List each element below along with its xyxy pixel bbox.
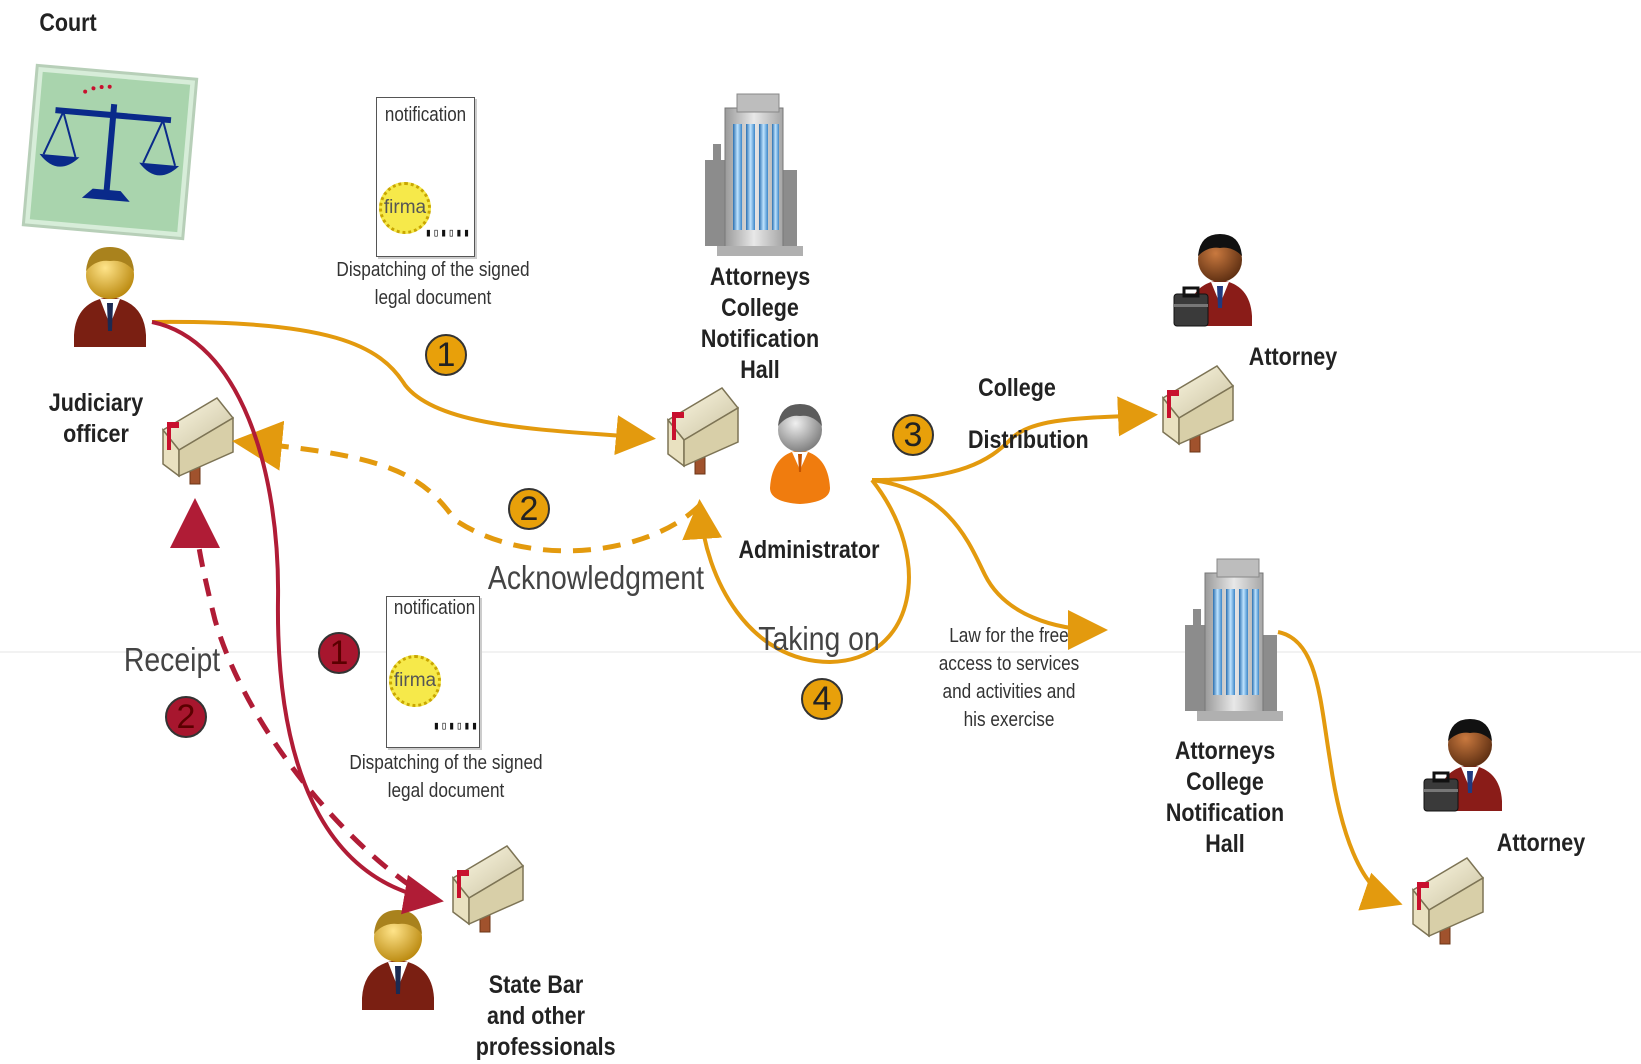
flow-to-notification-hall — [871, 478, 1108, 650]
notification-hall-top-label: Attorneys College Notification Hall — [700, 263, 820, 384]
mailbox-icon — [1412, 857, 1484, 945]
judiciary-officer-label: Judiciary officer — [48, 389, 144, 448]
notification-hall-bottom-label: Attorneys College Notification Hall — [1165, 737, 1285, 858]
attorney-label: Attorney — [1496, 829, 1586, 857]
step-badge-4: 4 — [801, 678, 843, 720]
administrator-label: Administrator — [738, 536, 880, 564]
attorney-person-icon — [1172, 232, 1254, 328]
attorney-person-icon — [1422, 717, 1504, 813]
flow-college-distribution — [871, 396, 1158, 482]
mailbox-icon — [1162, 365, 1234, 453]
document-title: notification — [393, 597, 476, 619]
red-step-badge-2: 2 — [165, 696, 207, 738]
flow-receipt-dashed-red — [170, 498, 438, 905]
step-badge-3: 3 — [892, 414, 934, 456]
receipt-label: Receipt — [123, 641, 221, 678]
mailbox-icon — [667, 387, 739, 475]
dispatch-caption: Dispatching of the signed legal document — [349, 752, 543, 802]
notification-document-icon: notification firma ▮▯▮▯▮▮ — [386, 596, 480, 748]
state-bar-label: State Bar and other professionals — [475, 971, 616, 1061]
document-title: notification — [384, 104, 467, 126]
flow-dispatch-orange — [151, 319, 656, 456]
flow-acknowledgment-dashed — [232, 420, 702, 554]
law-text: Law for the free access to services and … — [938, 625, 1080, 731]
flow-taking-on — [682, 478, 911, 665]
scales-of-justice-icon — [21, 63, 199, 241]
building-icon — [704, 93, 804, 257]
stamp-icon: ▮▯▮▯▮▮ — [433, 721, 479, 733]
mailbox-icon — [162, 397, 234, 485]
flow-dispatch-red — [151, 320, 444, 915]
notification-document-icon: notification firma ▮▯▮▯▮▮ — [376, 97, 475, 257]
signature-seal: firma — [389, 655, 441, 707]
acknowledgment-label: Acknowledgment — [487, 559, 705, 596]
building-icon — [1184, 558, 1284, 722]
signature-seal: firma — [379, 182, 431, 234]
step-badge-1: 1 — [425, 334, 467, 376]
taking-on-label: Taking on — [758, 620, 880, 657]
stamp-icon: ▮▯▮▯▮▮ — [425, 228, 471, 240]
dispatch-caption: Dispatching of the signed legal document — [336, 259, 530, 309]
attorney-label: Attorney — [1248, 343, 1338, 371]
state-bar-person-icon — [362, 910, 434, 1010]
court-label: Court — [39, 9, 97, 37]
judge-person-icon — [74, 247, 146, 347]
college-distribution-label: College Distribution — [967, 374, 1089, 454]
red-step-badge-1: 1 — [318, 632, 360, 674]
mailbox-icon — [452, 845, 524, 933]
administrator-person-icon — [770, 404, 830, 504]
flow-hall-to-attorney — [1277, 630, 1403, 911]
step-badge-2: 2 — [508, 488, 550, 530]
